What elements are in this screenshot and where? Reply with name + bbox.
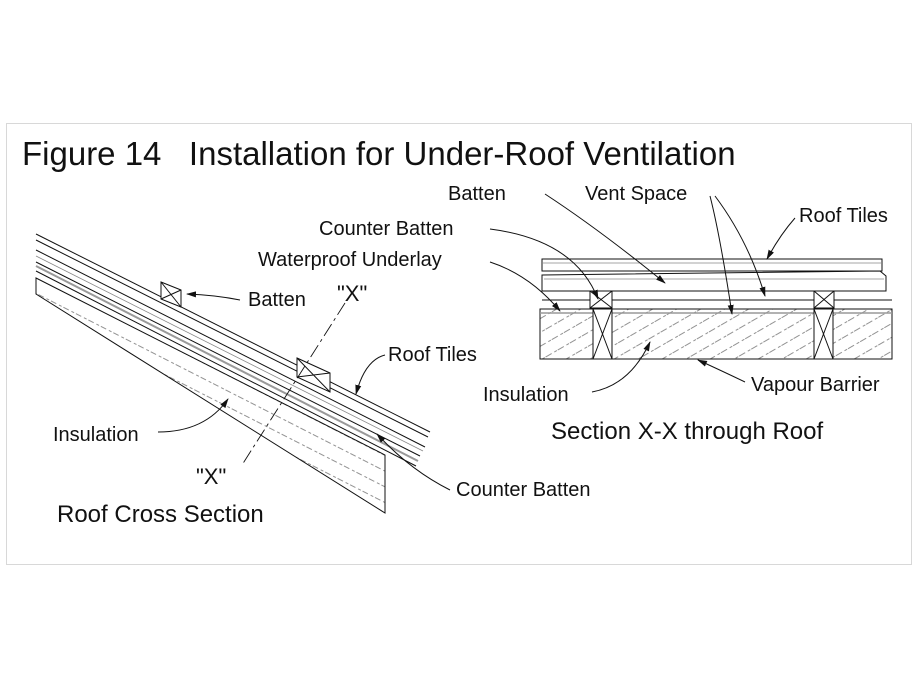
right-insulation-label: Insulation <box>483 384 569 406</box>
right-roof-tiles-label: Roof Tiles <box>799 205 888 227</box>
right-batten-label: Batten <box>448 183 506 205</box>
right-caption: Section X-X through Roof <box>551 418 824 445</box>
right-waterproof-underlay-label: Waterproof Underlay <box>258 249 442 271</box>
left-batten-label: Batten <box>248 289 306 311</box>
figure-title: Figure 14 Installation for Under-Roof Ve… <box>22 135 736 172</box>
right-batten-right <box>813 290 835 309</box>
left-roof-tiles-label: Roof Tiles <box>388 344 477 366</box>
left-insulation <box>35 277 386 514</box>
right-counter-batten-left <box>592 308 613 360</box>
left-batten-lower <box>296 357 331 393</box>
section-mark-top: "X" <box>337 281 368 306</box>
section-line-x <box>241 302 346 466</box>
right-batten-left <box>589 290 613 309</box>
right-counter-batten-right <box>813 308 834 360</box>
right-vent-space-label: Vent Space <box>585 183 688 205</box>
left-caption: Roof Cross Section <box>57 501 264 528</box>
roof-cross-section-drawing <box>35 233 451 514</box>
left-batten-upper <box>160 281 182 308</box>
left-insulation-label: Insulation <box>53 424 139 446</box>
right-counter-batten-label: Counter Batten <box>319 218 454 240</box>
section-mark-bottom: "X" <box>196 464 227 489</box>
left-counter-batten-label: Counter Batten <box>456 479 591 501</box>
figure-frame <box>6 123 912 565</box>
right-vapour-barrier-label: Vapour Barrier <box>751 374 880 396</box>
right-roof-tiles <box>541 258 883 272</box>
section-xx-drawing <box>489 193 893 393</box>
